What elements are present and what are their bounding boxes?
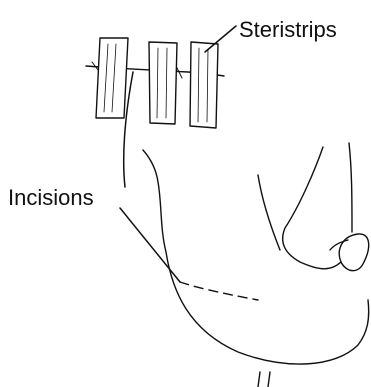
steristrips-leader-line <box>205 26 236 52</box>
perineum-line-right <box>268 372 270 387</box>
incision-dashed <box>180 282 258 300</box>
perineum-line-left <box>258 372 260 387</box>
scrotum-inner-contour <box>258 175 280 250</box>
steristrips-label: Steristrips <box>239 19 337 41</box>
penis-shaft <box>283 147 341 269</box>
steristrip-left <box>96 38 128 118</box>
penis-glans <box>339 234 368 271</box>
foreskin-fold <box>330 240 348 250</box>
penis-upper-contour <box>349 143 352 232</box>
incisions-label: Incisions <box>8 187 94 209</box>
steristrip-middle <box>149 42 177 124</box>
scrotum-outline <box>143 150 369 364</box>
steristrip-right <box>190 42 218 128</box>
incisions-leader-line-lower <box>120 208 180 282</box>
